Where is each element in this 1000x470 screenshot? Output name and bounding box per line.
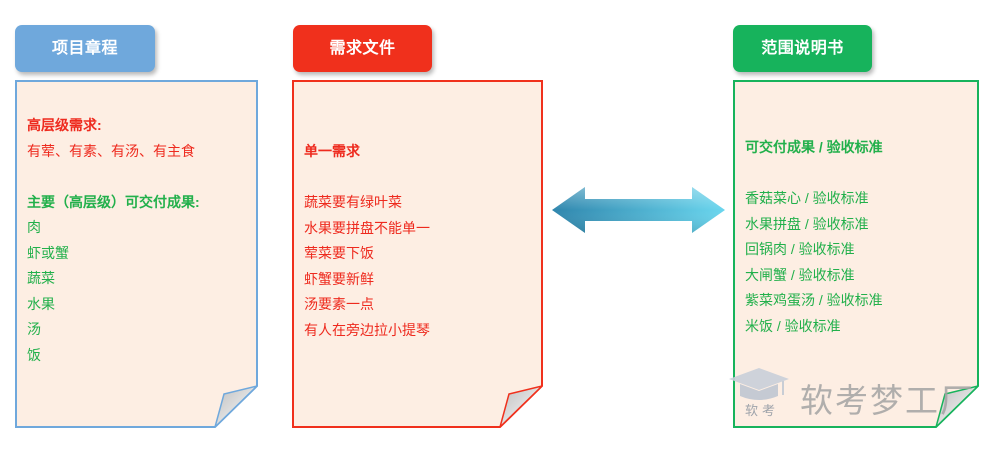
watermark-logo-text: 软考 <box>745 403 780 418</box>
folded-corner <box>213 384 258 428</box>
list-item: 水果 <box>27 295 55 312</box>
single-requirements-heading: 单一需求 <box>304 143 360 159</box>
list-item: 米饭 / 验收标准 <box>745 317 841 334</box>
folded-corner <box>498 384 543 428</box>
folded-corner <box>934 384 979 428</box>
charter-content: 高层级需求: 有荤、有素、有汤、有主食 主要（高层级）可交付成果: 肉 虾或蟹 … <box>27 113 246 368</box>
project-charter-label: 项目章程 <box>15 25 155 72</box>
high-level-requirements-text: 有荤、有素、有汤、有主食 <box>27 142 195 159</box>
list-item: 香菇菜心 / 验收标准 <box>745 190 869 206</box>
list-item: 荤菜要下饭 <box>304 245 374 261</box>
deliverables-heading: 主要（高层级）可交付成果: <box>27 193 200 210</box>
list-item: 肉 <box>27 219 41 235</box>
spacer <box>27 164 246 190</box>
high-level-requirements-heading: 高层级需求: <box>27 117 102 133</box>
list-item: 蔬菜要有绿叶菜 <box>304 194 402 210</box>
document-page-shape <box>733 80 979 428</box>
double-arrow-icon <box>552 187 725 233</box>
requirements-doc-label: 需求文件 <box>293 25 432 72</box>
list-item: 虾蟹要新鲜 <box>304 270 374 287</box>
requirements-content: 单一需求 蔬菜要有绿叶菜 水果要拼盘不能单一 荤菜要下饭 虾蟹要新鲜 汤要素一点… <box>304 139 531 343</box>
list-item: 大闸蟹 / 验收标准 <box>745 266 855 283</box>
list-item: 紫菜鸡蛋汤 / 验收标准 <box>745 292 883 308</box>
cap-board <box>729 368 789 390</box>
document-page-shape <box>15 80 258 428</box>
list-item: 回锅肉 / 验收标准 <box>745 241 855 257</box>
list-item: 水果拼盘 / 验收标准 <box>745 215 869 232</box>
scope-statement-label: 范围说明书 <box>733 25 872 72</box>
graduation-cap-icon <box>729 368 789 400</box>
spacer <box>304 165 531 191</box>
list-item: 有人在旁边拉小提琴 <box>304 321 430 338</box>
scope-content: 可交付成果 / 验收标准 香菇菜心 / 验收标准 水果拼盘 / 验收标准 回锅肉… <box>745 135 967 339</box>
document-page-shape <box>292 80 543 428</box>
deliverables-acceptance-heading: 可交付成果 / 验收标准 <box>745 139 883 155</box>
project-charter-card: 高层级需求: 有荤、有素、有汤、有主食 主要（高层级）可交付成果: 肉 虾或蟹 … <box>15 80 258 428</box>
list-item: 汤要素一点 <box>304 296 374 312</box>
watermark-brand: 软考梦工厂 <box>800 382 975 419</box>
list-item: 汤 <box>27 321 41 337</box>
spacer <box>745 161 967 187</box>
scope-statement-card: 可交付成果 / 验收标准 香菇菜心 / 验收标准 水果拼盘 / 验收标准 回锅肉… <box>733 80 979 428</box>
list-item: 饭 <box>27 346 41 363</box>
list-item: 蔬菜 <box>27 270 55 286</box>
arrow-shading <box>552 187 725 233</box>
list-item: 水果要拼盘不能单一 <box>304 219 430 236</box>
list-item: 虾或蟹 <box>27 244 69 261</box>
cap-body <box>740 384 778 400</box>
requirements-doc-card: 单一需求 蔬菜要有绿叶菜 水果要拼盘不能单一 荤菜要下饭 虾蟹要新鲜 汤要素一点… <box>292 80 543 428</box>
